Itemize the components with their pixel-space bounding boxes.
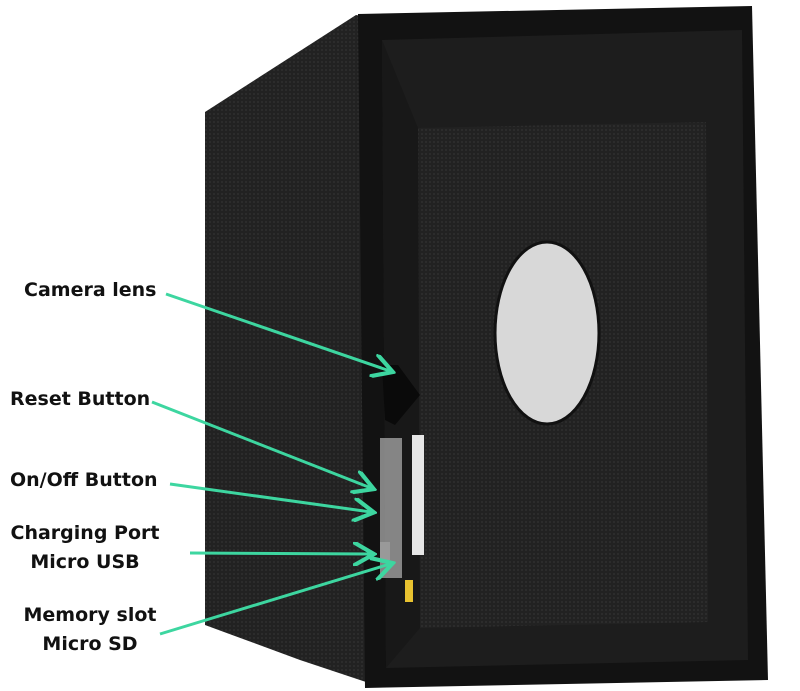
- charging-port-line1: Charging Port: [10, 522, 160, 544]
- on-off-button-label: On/Off Button: [10, 469, 158, 491]
- charging-port-line2: Micro USB: [30, 551, 140, 573]
- camera-lens-arrow: [165, 292, 390, 371]
- reset-button-arrow: [151, 400, 371, 488]
- battery-panel: [412, 435, 424, 555]
- charging-port-label: Charging Port Micro USB: [10, 519, 160, 577]
- box-side-panel: [205, 15, 372, 684]
- camera-lens-label: Camera lens: [24, 279, 157, 301]
- on-off-button-arrow: [169, 482, 371, 512]
- reset-button-label: Reset Button: [10, 388, 151, 410]
- tissue-opening: [493, 240, 601, 426]
- charging-port-arrow: [189, 553, 371, 554]
- memory-slot-line1: Memory slot: [23, 604, 157, 626]
- camera-lens: [382, 365, 420, 425]
- memory-slot-arrow: [159, 564, 390, 636]
- battery: [405, 580, 413, 602]
- memory-slot-line2: Micro SD: [42, 633, 138, 655]
- micro-usb-port: [380, 542, 390, 560]
- memory-slot-label: Memory slot Micro SD: [20, 601, 160, 659]
